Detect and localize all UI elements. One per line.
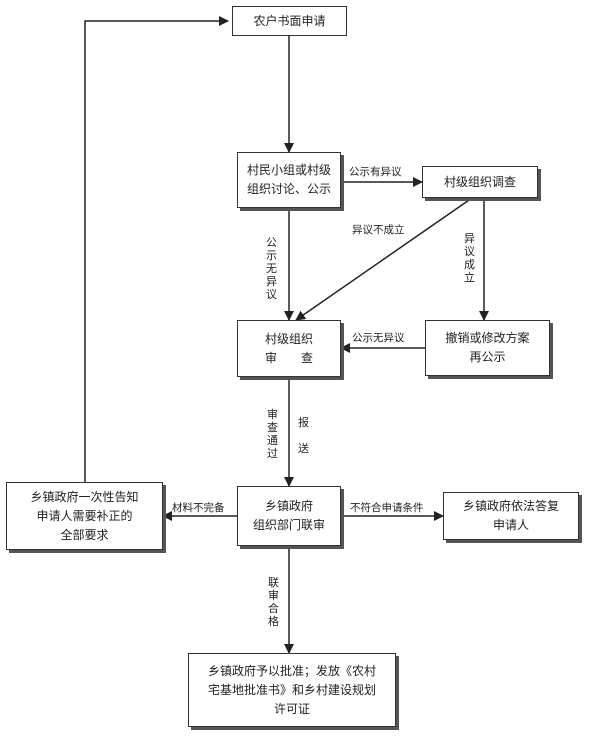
node-joint: 乡镇政府 组织部门联审 — [237, 486, 341, 546]
label-objection-invalid: 异议不成立 — [352, 224, 405, 236]
node-discuss-text: 村民小组或村级 组织讨论、公示 — [246, 163, 331, 196]
node-approve-text: 乡镇政府予以批准；发放《农村 宅基地批准书》和乡村建设规划 许可证 — [207, 663, 376, 716]
node-approve: 乡镇政府予以批准；发放《农村 宅基地批准书》和乡村建设规划 许可证 — [188, 653, 396, 727]
label-report: 报送 — [298, 416, 309, 455]
node-apply: 农户书面申请 — [232, 6, 347, 36]
node-revoke: 撤销或修改方案 再公示 — [425, 320, 550, 376]
node-review-text: 村级组织 审 查 — [264, 331, 313, 365]
label-objection: 公示有异议 — [349, 166, 402, 178]
label-objection-valid: 异议成立 — [464, 232, 475, 284]
label-incomplete: 材料不完备 — [172, 502, 225, 514]
node-investigate: 村级组织调查 — [422, 166, 538, 198]
node-joint-text: 乡镇政府 组织部门联审 — [252, 499, 325, 532]
label-no-objection-right: 公示无异议 — [352, 332, 405, 344]
label-review-pass: 审查通过 — [267, 408, 278, 460]
arrow-investigate-to-review — [295, 197, 473, 321]
label-no-objection-left: 公示无异议 — [266, 236, 277, 301]
node-review: 村级组织 审 查 — [237, 320, 341, 377]
label-not-qualified: 不符合申请条件 — [350, 502, 424, 514]
arrow-notify-to-apply — [84, 16, 229, 486]
node-discuss: 村民小组或村级 组织讨论、公示 — [237, 152, 341, 208]
node-notify-text: 乡镇政府一次性告知 申请人需要补正的 全部要求 — [30, 489, 139, 542]
node-apply-text: 农户书面申请 — [253, 13, 326, 28]
node-revoke-text: 撤销或修改方案 再公示 — [445, 331, 530, 364]
node-reply: 乡镇政府依法答复 申请人 — [443, 492, 579, 540]
label-joint-pass: 联审合格 — [268, 576, 279, 628]
node-notify: 乡镇政府一次性告知 申请人需要补正的 全部要求 — [6, 482, 163, 550]
node-reply-text: 乡镇政府依法答复 申请人 — [462, 499, 559, 532]
node-investigate-text: 村级组织调查 — [443, 174, 516, 189]
